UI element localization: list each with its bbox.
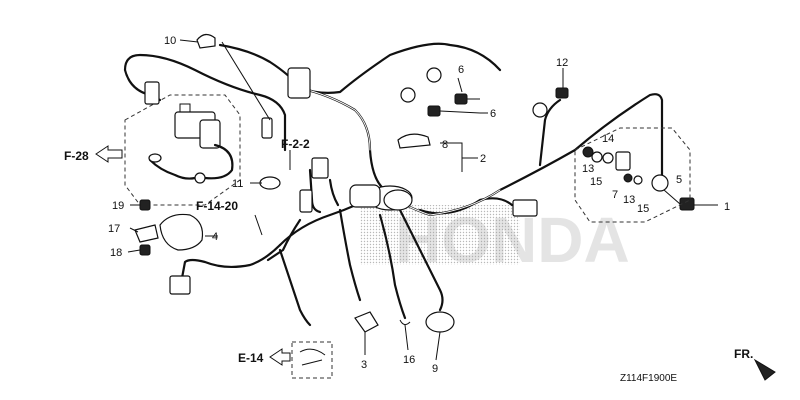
- leader-lines: [127, 39, 718, 361]
- callout-18: 18: [110, 247, 122, 259]
- fr-arrow: [753, 358, 776, 381]
- e14-arrow: [269, 348, 291, 366]
- callout-16: 16: [403, 354, 415, 366]
- clamp-11: [259, 176, 281, 190]
- terminal-f22: [261, 117, 273, 139]
- subassembly-outline: [124, 94, 241, 206]
- callout-5: 5: [676, 174, 682, 186]
- clamp-8: [397, 133, 431, 149]
- ref-f28[interactable]: F-28: [64, 149, 89, 163]
- callout-3: 3: [361, 359, 367, 371]
- ring-terminals: [400, 67, 669, 192]
- bolt-5: [663, 189, 695, 211]
- clamp-10: [196, 33, 216, 49]
- wire-harness: [123, 42, 664, 327]
- grommet: [349, 184, 413, 211]
- ref-e14[interactable]: E-14: [238, 351, 264, 365]
- callout-15-left: 15: [590, 176, 602, 188]
- watermark-pattern: [360, 205, 520, 265]
- callout-9: 9: [432, 363, 438, 375]
- direction-label: FR.: [734, 347, 753, 361]
- bolts-6: [427, 93, 481, 117]
- callout-14: 14: [602, 133, 614, 145]
- callout-15-right: 15: [637, 203, 649, 215]
- bolt-12: [555, 87, 569, 99]
- callout-13-left: 13: [582, 163, 594, 175]
- ignition-subassembly: [148, 103, 234, 184]
- e14-part: [299, 348, 326, 366]
- clamp-16: [399, 319, 411, 326]
- callout-10: 10: [164, 35, 176, 47]
- ref-f1420[interactable]: F-14-20: [196, 199, 238, 213]
- connector-f22: [311, 157, 329, 179]
- washers-nuts: [582, 146, 643, 185]
- clamp-9: [425, 311, 455, 333]
- callout-6-top: 6: [458, 64, 464, 76]
- part-17-bracket: [134, 224, 159, 243]
- callout-2: 2: [480, 153, 486, 165]
- callout-19: 19: [112, 200, 124, 212]
- part-19-screw: [139, 199, 151, 211]
- e14-outline: [291, 341, 333, 379]
- callout-12: 12: [556, 57, 568, 69]
- callout-6-bottom: 6: [490, 108, 496, 120]
- callout-17: 17: [108, 223, 120, 235]
- callout-7: 7: [612, 189, 618, 201]
- part-18-bolt: [139, 244, 151, 256]
- connector-mid: [299, 189, 313, 213]
- connector-bottom-left: [169, 275, 191, 295]
- callout-11: 11: [232, 178, 243, 190]
- f28-arrow: [95, 145, 123, 163]
- connector-top-left: [144, 81, 160, 105]
- connector-right: [512, 199, 538, 217]
- callout-8: 8: [442, 139, 448, 151]
- part-4-relay: [159, 213, 204, 251]
- callout-13-right: 13: [623, 194, 635, 206]
- clamp-3: [354, 311, 379, 333]
- drawing-code: Z114F1900E: [620, 373, 677, 384]
- callout-4: 4: [212, 231, 218, 243]
- connector-top: [287, 67, 311, 99]
- callout-1: 1: [724, 201, 730, 213]
- ref-f22[interactable]: F-2-2: [281, 137, 310, 151]
- right-subassembly-outline: [574, 127, 691, 223]
